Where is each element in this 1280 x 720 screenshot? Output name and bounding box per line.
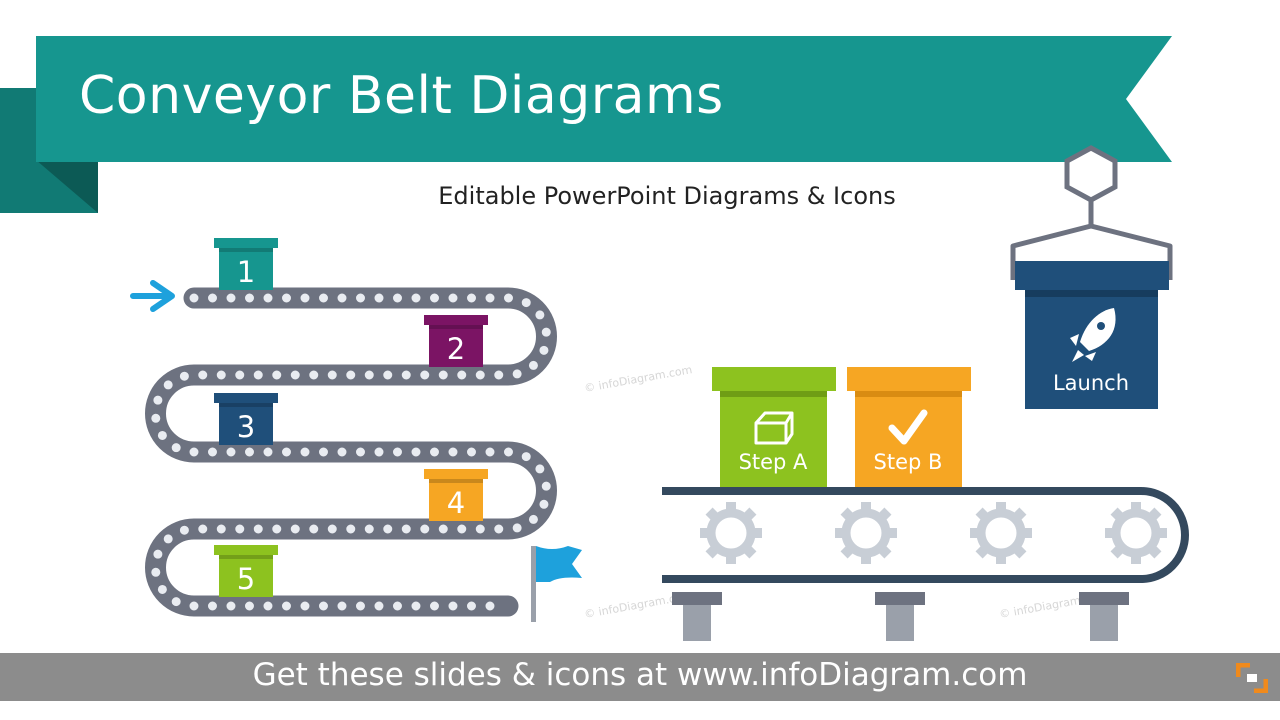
step-box-shade <box>219 555 273 559</box>
step-box-body <box>429 325 483 367</box>
gear-icon <box>700 502 762 564</box>
step-box-lid <box>424 315 488 325</box>
gear-icon <box>835 502 897 564</box>
step-box-3: 3 <box>214 393 278 445</box>
step-box-number: 2 <box>447 332 465 366</box>
step-box-shade <box>429 325 483 329</box>
checkmark-icon <box>888 409 928 445</box>
step-box-number: 1 <box>237 255 255 289</box>
page-title: Conveyor Belt Diagrams <box>79 66 724 126</box>
title-banner <box>0 36 1172 213</box>
footer-bar <box>0 653 1280 701</box>
step-box-body <box>219 248 273 290</box>
step-box-number: 5 <box>237 562 255 596</box>
step-box-lid <box>214 545 278 555</box>
step-box-5: 5 <box>214 545 278 597</box>
step-b-box: Step B <box>847 367 971 487</box>
rocket-icon <box>1070 308 1116 362</box>
step-box-body <box>219 403 273 445</box>
crane-hook <box>1010 145 1173 280</box>
step-box-shade <box>429 479 483 483</box>
step-box-lid <box>214 393 278 403</box>
step-box-number: 4 <box>447 486 465 520</box>
step-box-1: 1 <box>214 238 278 290</box>
step-box-body <box>429 479 483 521</box>
step-box-shade <box>219 248 273 252</box>
step-box-shade <box>219 403 273 407</box>
infodiagram-logo-icon <box>1236 663 1268 693</box>
step-box-number: 3 <box>237 410 255 444</box>
arrow-right-icon <box>130 280 175 312</box>
step-box-lid <box>424 469 488 479</box>
serpentine-belt <box>145 287 557 617</box>
package-icon <box>754 411 794 445</box>
footer-text[interactable]: Get these slides & icons at www.infoDiag… <box>252 657 1028 693</box>
step-a-box: Step A <box>712 367 836 487</box>
gear-icon <box>970 502 1032 564</box>
watermark-text: © infoDiagram.com <box>583 363 693 395</box>
launch-label: Launch <box>1053 371 1129 395</box>
gear-icon <box>1105 502 1167 564</box>
step-box-4: 4 <box>424 469 488 521</box>
flag-icon <box>531 546 582 622</box>
right-conveyor <box>662 487 1189 641</box>
step-box-body <box>219 555 273 597</box>
launch-box: Launch <box>1015 261 1169 409</box>
step-box-lid <box>214 238 278 248</box>
step-a-label: Step A <box>739 450 808 474</box>
step-box-2: 2 <box>424 315 488 367</box>
step-b-label: Step B <box>874 450 943 474</box>
page-subtitle: Editable PowerPoint Diagrams & Icons <box>438 182 896 210</box>
